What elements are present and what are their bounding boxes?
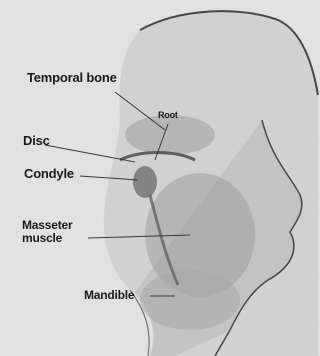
label-temporal-bone: Temporal bone: [27, 71, 117, 85]
label-masseter-muscle: Masseter muscle: [22, 219, 92, 244]
label-mandible: Mandible: [84, 289, 134, 302]
label-disc: Disc: [23, 134, 50, 148]
label-condyle: Condyle: [24, 167, 74, 181]
label-root: Root: [158, 111, 178, 120]
